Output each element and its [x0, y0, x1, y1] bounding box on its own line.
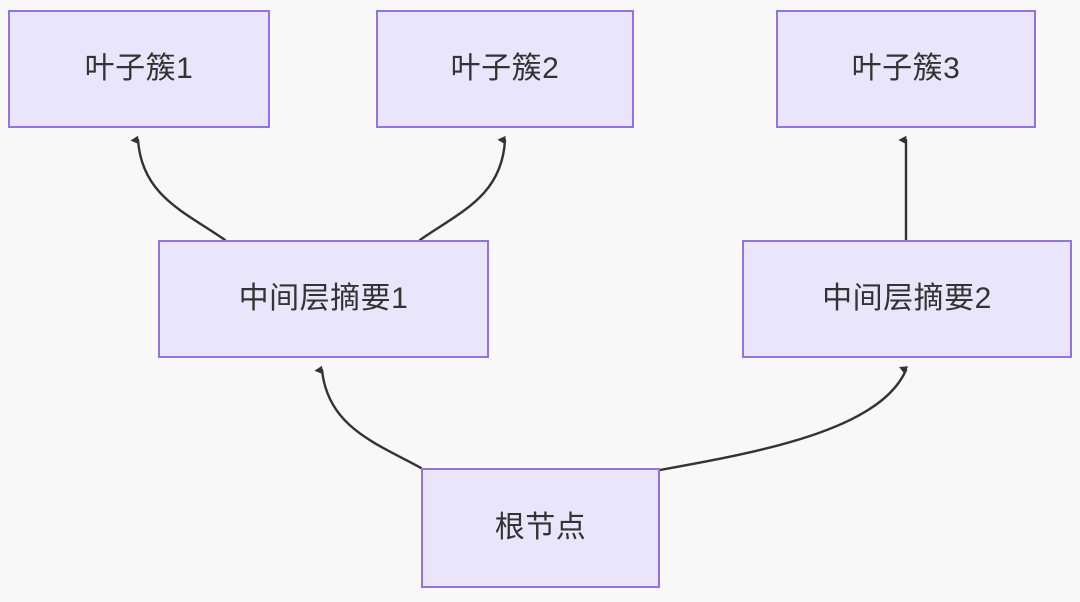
node-label-intermediate-summary-1: 中间层摘要1	[238, 282, 409, 315]
edge-root-to-mid2	[658, 366, 909, 472]
node-intermediate-summary-2[interactable]: 中间层摘要2	[742, 240, 1072, 358]
node-intermediate-summary-1[interactable]: 中间层摘要1	[158, 240, 489, 358]
node-label-root: 根节点	[494, 511, 587, 544]
node-label-leaf-cluster-1: 叶子簇1	[84, 52, 194, 85]
node-root[interactable]: 根节点	[421, 468, 660, 588]
edge-root-to-mid1	[314, 365, 423, 470]
edge-mid1-to-leaf2	[418, 135, 507, 242]
node-label-intermediate-summary-2: 中间层摘要2	[822, 282, 992, 315]
node-leaf-cluster-2[interactable]: 叶子簇2	[376, 10, 634, 128]
node-label-leaf-cluster-3: 叶子簇3	[851, 52, 961, 85]
node-label-leaf-cluster-2: 叶子簇2	[450, 52, 560, 85]
edge-mid1-to-leaf1	[130, 135, 227, 242]
node-leaf-cluster-3[interactable]: 叶子簇3	[776, 10, 1036, 128]
node-leaf-cluster-1[interactable]: 叶子簇1	[8, 10, 270, 128]
